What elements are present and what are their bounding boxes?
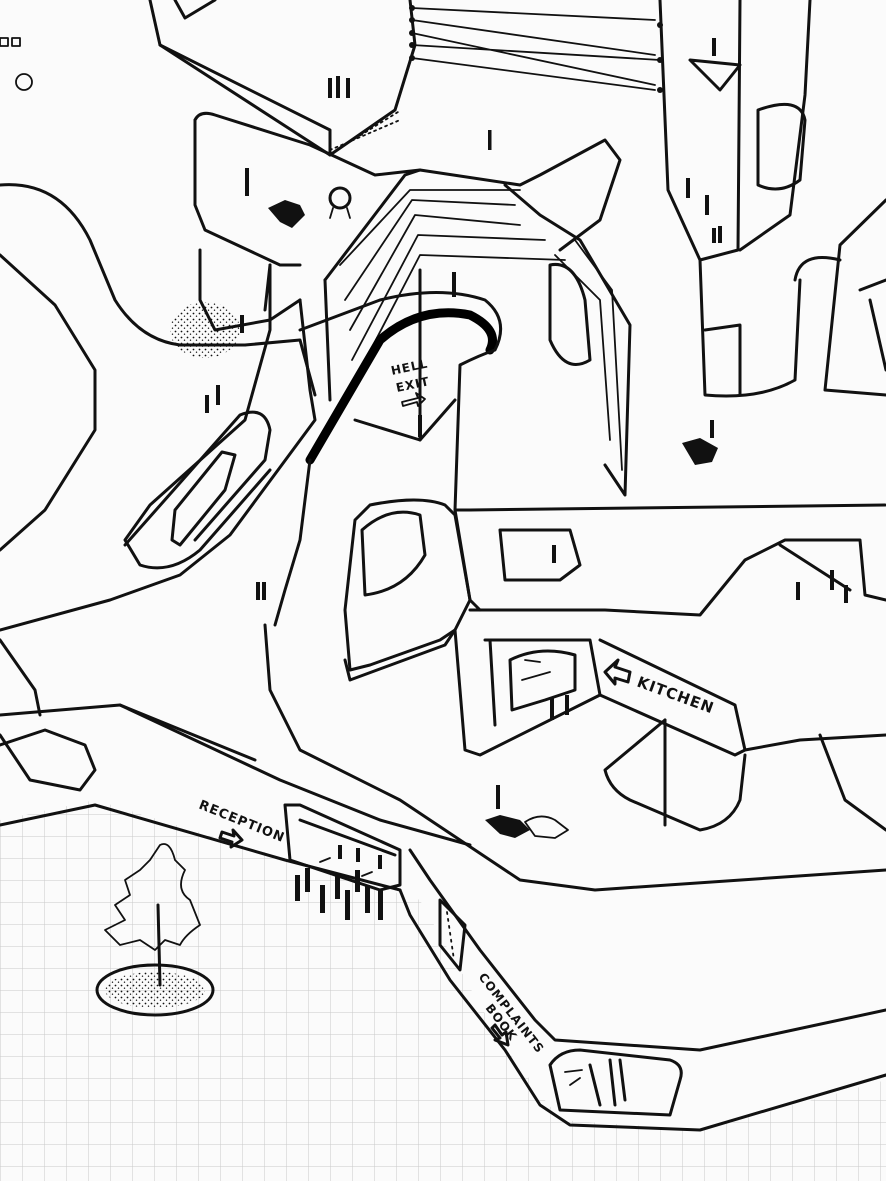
plants-furniture	[268, 186, 718, 1086]
left-walkway	[0, 183, 317, 632]
right-tower	[658, 0, 842, 398]
central-plinth	[343, 498, 472, 682]
exit-arrow-icon	[401, 392, 426, 407]
reception-arrow-icon	[218, 828, 244, 849]
kitchen-sign: KITCHEN	[635, 673, 717, 718]
lower-walkway	[0, 623, 886, 892]
tree-planter	[95, 843, 215, 1017]
stipple-shadow	[170, 302, 240, 358]
people-figures	[205, 38, 848, 920]
reception-path	[0, 803, 886, 1132]
middle-right-walkway	[453, 503, 886, 617]
hell-exit-ramp	[243, 291, 503, 627]
complaints-arrow-icon	[490, 1023, 510, 1047]
corner-marks	[0, 37, 33, 91]
hell-exit-sign-line2: EXIT	[395, 374, 431, 395]
kitchen-block	[453, 628, 747, 832]
upper-left-volume	[148, 0, 663, 157]
right-edge-slab	[823, 198, 886, 397]
graph-paper-area	[0, 800, 886, 1181]
kitchen-arrow-icon	[603, 658, 632, 686]
striped-central-building	[323, 168, 632, 497]
upper-terrace	[193, 111, 622, 332]
